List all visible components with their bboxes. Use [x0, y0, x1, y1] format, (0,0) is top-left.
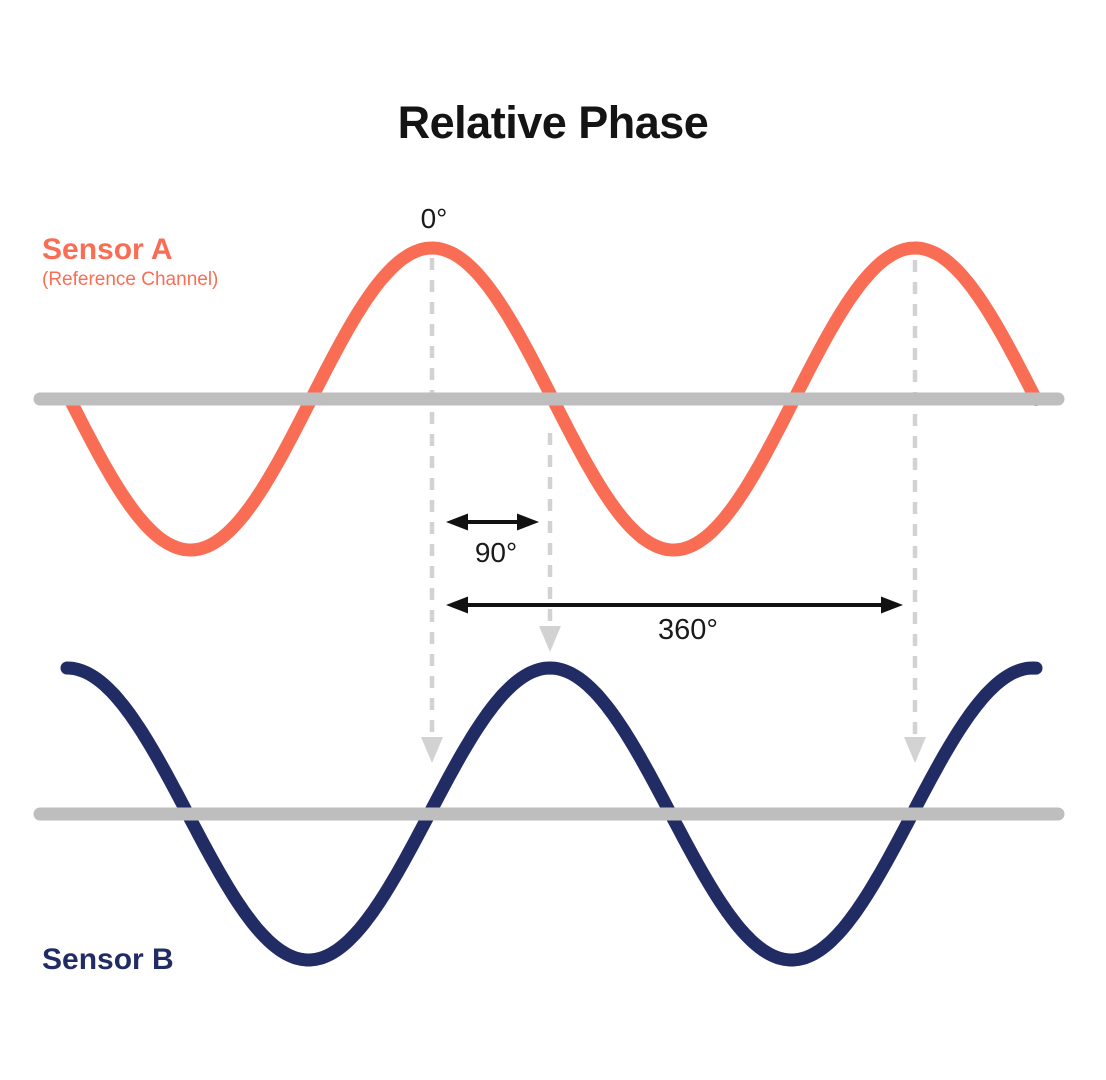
phase-drop-arrowhead-icon: [539, 626, 561, 652]
page-title: Relative Phase: [397, 97, 709, 148]
measure-arrowhead-left-icon: [446, 596, 468, 614]
measure-arrowhead-left-icon: [446, 513, 468, 531]
measure-arrowhead-right-icon: [881, 596, 903, 614]
sensor-a-label: Sensor A: [42, 233, 173, 266]
measure-arrowhead-right-icon: [517, 513, 539, 531]
sensor-b-label: Sensor B: [42, 943, 174, 976]
sensor-b-wave: [60, 661, 1043, 967]
phase-drop-arrowhead-icon: [421, 737, 443, 763]
ninety-degree-label: 90°: [474, 537, 518, 568]
zero-degree-label: 0°: [420, 203, 448, 234]
three-sixty-degree-label: 360°: [658, 614, 718, 646]
phase-drop-arrowhead-icon: [904, 737, 926, 763]
sensor-a-subtitle: (Reference Channel): [42, 269, 219, 290]
